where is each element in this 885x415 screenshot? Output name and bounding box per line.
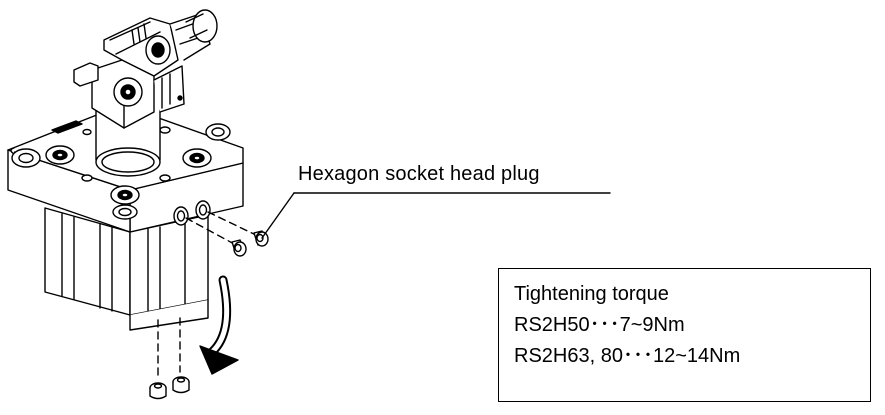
rod-column bbox=[95, 109, 161, 177]
callout-leader bbox=[261, 192, 611, 239]
port-holes bbox=[173, 200, 211, 226]
torque-rs2h63-80: RS2H63, 80･･･12~14Nm bbox=[514, 345, 741, 367]
clamp-arm bbox=[73, 9, 218, 129]
side-plugs bbox=[185, 211, 269, 257]
torque-rs2h50: RS2H50･･･7~9Nm bbox=[514, 314, 685, 336]
bottom-plugs bbox=[149, 317, 190, 400]
torque-spec-box: Tightening torque RS2H50･･･7~9Nm RS2H63,… bbox=[498, 268, 871, 402]
hex-plug-label: Hexagon socket head plug bbox=[298, 163, 540, 185]
torque-title: Tightening torque bbox=[514, 283, 669, 305]
rotation-arrow-icon bbox=[199, 275, 239, 375]
